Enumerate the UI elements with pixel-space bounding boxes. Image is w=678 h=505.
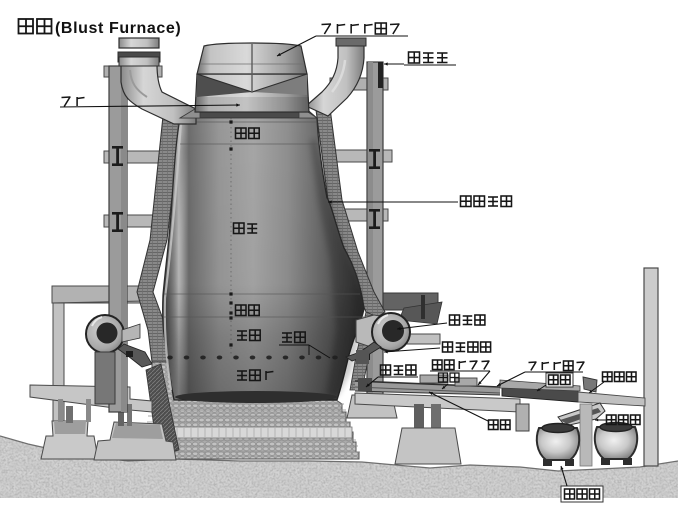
svg-text:(Blust Furnace): (Blust Furnace): [55, 20, 181, 37]
